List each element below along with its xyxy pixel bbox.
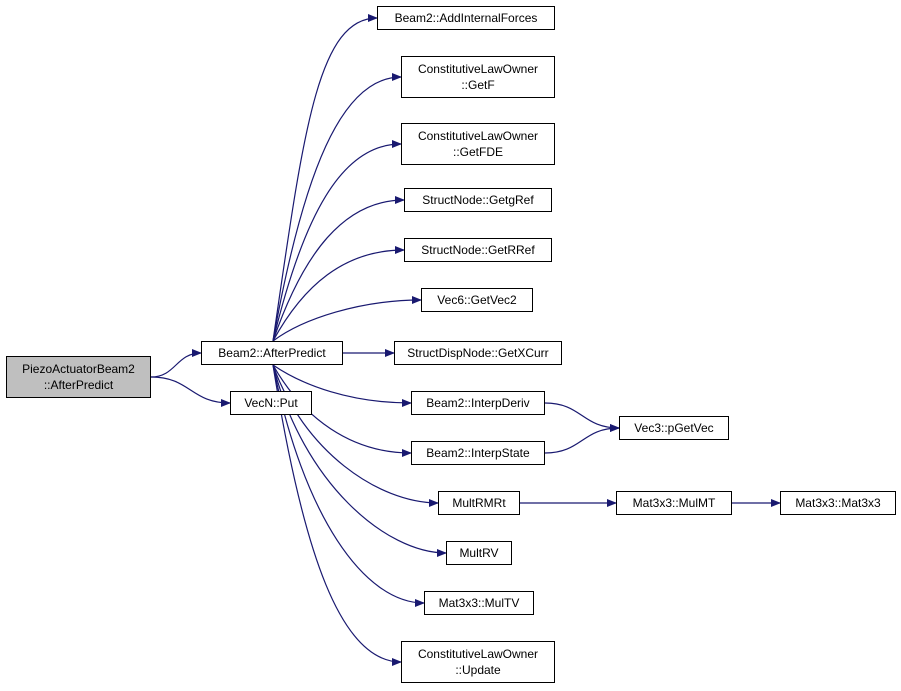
node-structnode-getgref[interactable]: StructNode::GetgRef — [404, 188, 552, 212]
node-beam2-addinternalforces[interactable]: Beam2::AddInternalForces — [377, 6, 555, 30]
node-beam2-interpstate[interactable]: Beam2::InterpState — [411, 441, 545, 465]
edge-afterpredict-to-addinternal — [272, 14, 378, 342]
edge-afterpredict-to-multv — [272, 364, 425, 607]
edge-root-to-vecnput — [150, 376, 231, 407]
node-vec3-pgetvec[interactable]: Vec3::pGetVec — [619, 416, 729, 440]
edge-afterpredict-to-interpderiv — [272, 364, 412, 407]
node-constitutivelawowner-getf[interactable]: ConstitutiveLawOwner::GetF — [401, 56, 555, 98]
node-mat3x3-multv[interactable]: Mat3x3::MulTV — [424, 591, 534, 615]
edge-afterpredict-to-interpstate — [272, 364, 412, 457]
edge-afterpredict-to-getrref — [272, 246, 405, 342]
node-mat3x3-mat3x3[interactable]: Mat3x3::Mat3x3 — [780, 491, 896, 515]
node-mat3x3-mulmt[interactable]: Mat3x3::MulMT — [616, 491, 732, 515]
node-piezoactuatorbeam2-afterpredict: PiezoActuatorBeam2::AfterPredict — [6, 356, 151, 398]
node-constitutivelawowner-update[interactable]: ConstitutiveLawOwner::Update — [401, 641, 555, 683]
node-constitutivelawowner-getfde[interactable]: ConstitutiveLawOwner::GetFDE — [401, 123, 555, 165]
node-vecn-put[interactable]: VecN::Put — [230, 391, 312, 415]
edge-interpderiv-to-pgetvec — [544, 402, 620, 432]
edge-afterpredict-to-multrmrt — [272, 364, 439, 507]
node-beam2-interpderiv[interactable]: Beam2::InterpDeriv — [411, 391, 545, 415]
node-structdispnode-getxcurr[interactable]: StructDispNode::GetXCurr — [394, 341, 562, 365]
edge-afterpredict-to-getgref — [272, 196, 405, 342]
node-multrv[interactable]: MultRV — [446, 541, 512, 565]
node-vec6-getvec2[interactable]: Vec6::GetVec2 — [421, 288, 533, 312]
edge-afterpredict-to-getfde — [272, 140, 402, 342]
node-structnode-getrref[interactable]: StructNode::GetRRef — [404, 238, 552, 262]
edge-root-to-afterpredict — [150, 349, 202, 378]
node-multrmrt[interactable]: MultRMRt — [438, 491, 520, 515]
edge-interpstate-to-pgetvec — [544, 424, 620, 454]
edge-afterpredict-to-getvec2 — [272, 296, 422, 342]
edge-afterpredict-to-update — [272, 364, 402, 666]
edge-afterpredict-to-getf — [272, 73, 402, 342]
node-beam2-afterpredict[interactable]: Beam2::AfterPredict — [201, 341, 343, 365]
